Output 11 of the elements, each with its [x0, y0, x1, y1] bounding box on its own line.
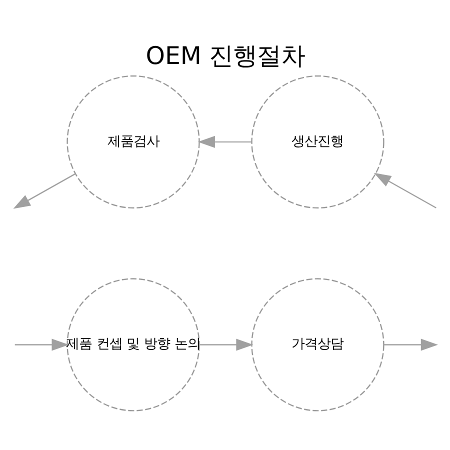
arrow: [383, 338, 438, 351]
arrow: [373, 172, 436, 208]
arrow: [199, 338, 253, 351]
arrow: [12, 173, 76, 209]
node-circle: 생산진행: [250, 75, 384, 208]
diagram-title: OEM 진행절차: [145, 40, 305, 70]
node-circle: 가격상담: [250, 278, 384, 412]
arrow: [197, 136, 251, 148]
node-circle: 제품 컨셉 및 방향 논의: [66, 278, 200, 412]
arrow: [14, 338, 68, 351]
node-circle: 제품검사: [66, 75, 200, 208]
